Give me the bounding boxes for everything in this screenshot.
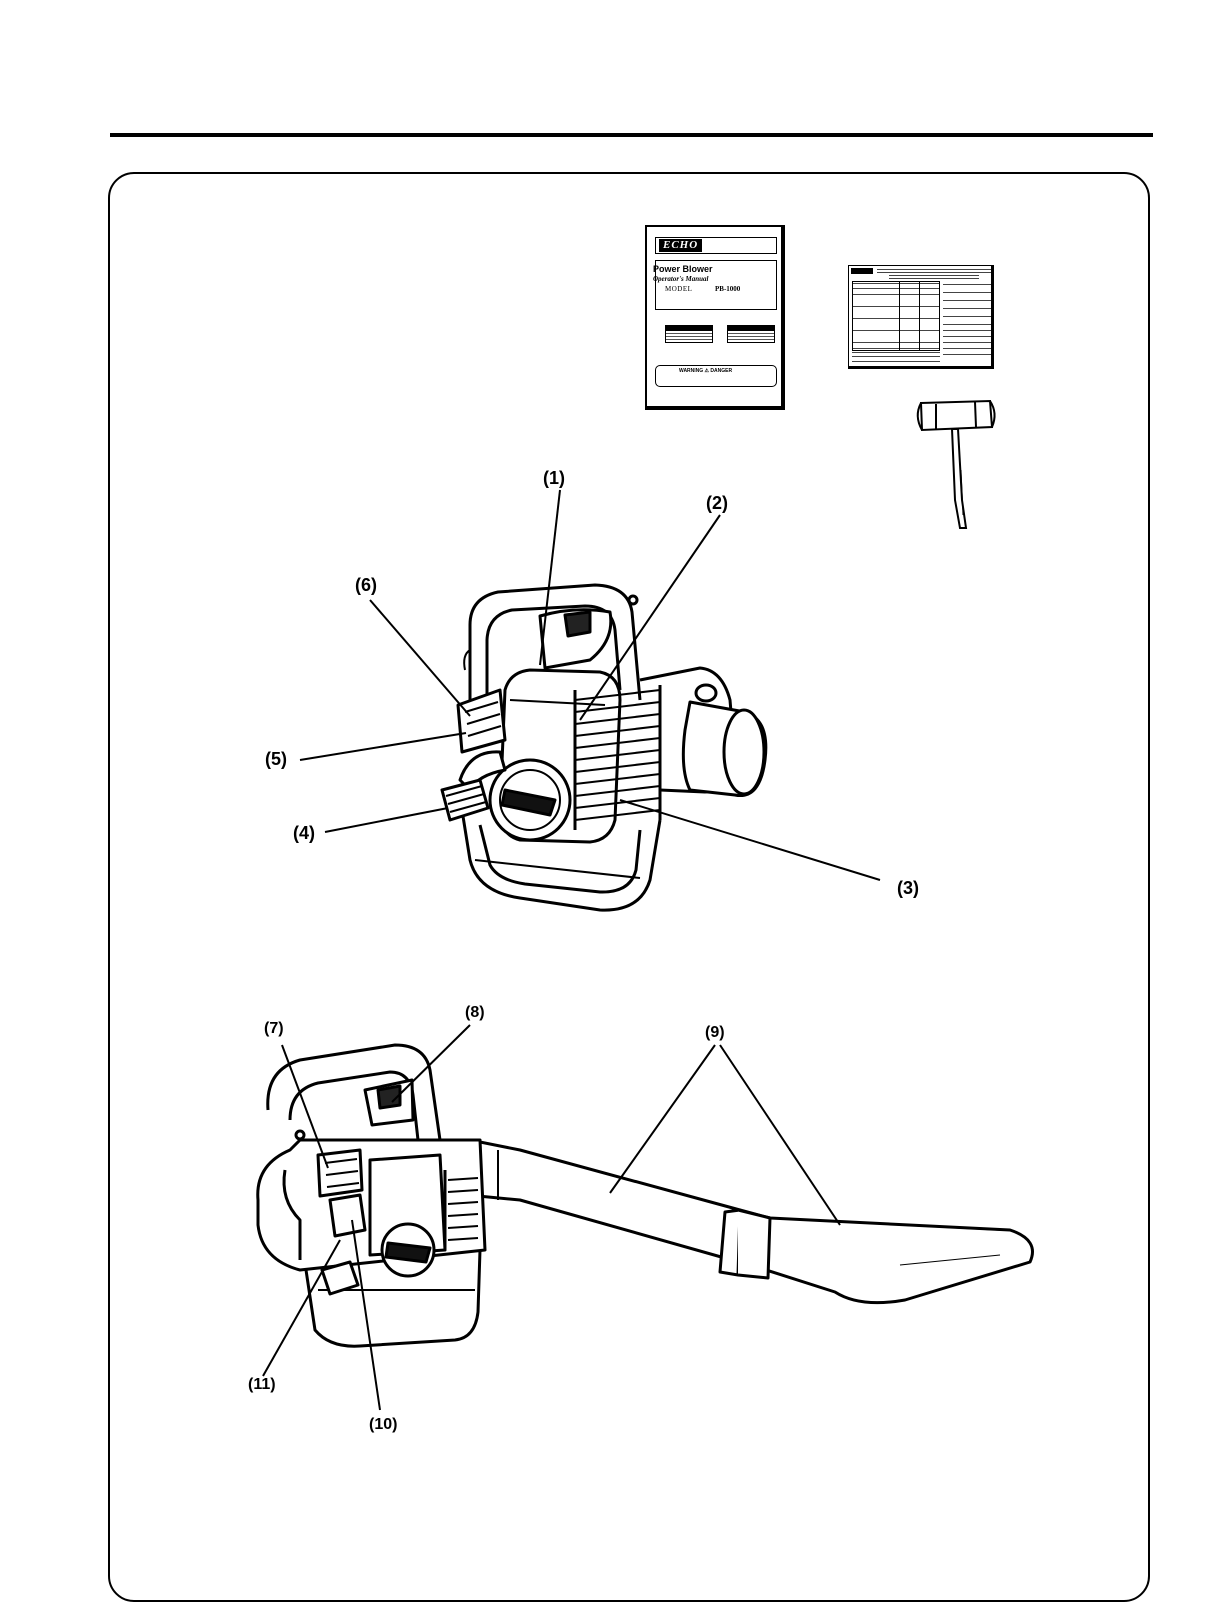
illustration-layer (0, 0, 1224, 1566)
leader-line-3 (620, 800, 880, 880)
callout-4: (4) (293, 824, 315, 842)
leader-line-9a (610, 1045, 715, 1193)
leader-line-5 (300, 733, 466, 760)
leader-line-6 (370, 600, 470, 716)
callout-9: (9) (705, 1024, 725, 1042)
callout-2: (2) (706, 494, 728, 512)
callout-3: (3) (897, 879, 919, 897)
callout-8: (8) (465, 1004, 485, 1022)
callout-1: (1) (543, 469, 565, 487)
callout-6: (6) (355, 576, 377, 594)
callout-7: (7) (264, 1020, 284, 1038)
callout-5: (5) (265, 750, 287, 768)
spark-plug-wrench-icon (918, 401, 995, 528)
callout-11: (11) (248, 1376, 276, 1394)
callout-10: (10) (369, 1416, 397, 1434)
leader-line-9b (720, 1045, 840, 1225)
blower-front-view-icon (442, 585, 766, 910)
blower-with-pipe-icon (258, 1045, 1033, 1346)
leader-line-4 (325, 808, 448, 832)
